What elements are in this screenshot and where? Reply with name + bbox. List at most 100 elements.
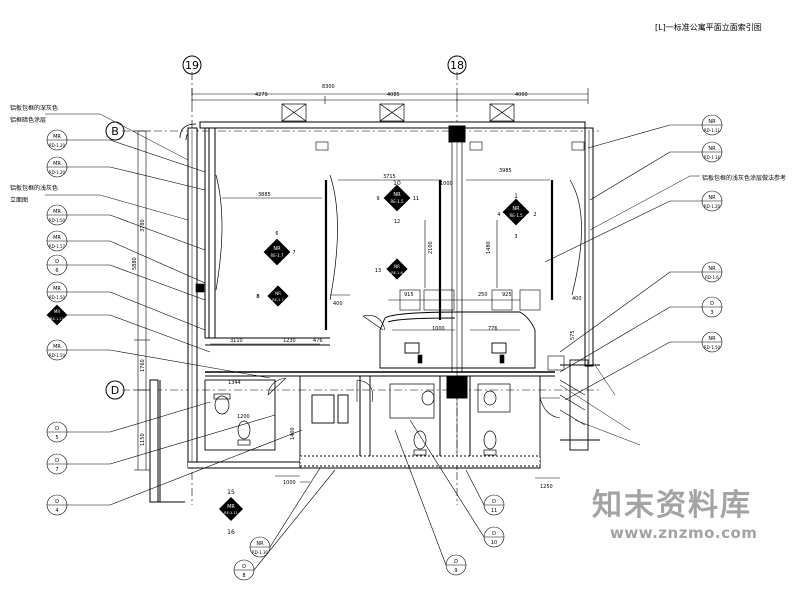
top-dimensions: 8300 4279 4085 4000 — [191, 84, 589, 104]
svg-text:3780: 3780 — [140, 219, 146, 232]
svg-text:RE-1.5: RE-1.5 — [390, 199, 404, 204]
svg-text:NR: NR — [394, 264, 400, 269]
callout-c07: MR RE-1.12 — [46, 304, 211, 353]
callout-c01: MR RD-1.20 — [46, 129, 206, 173]
svg-text:RE-1.6: RE-1.6 — [391, 271, 402, 275]
svg-text:NR: NR — [393, 192, 401, 198]
left-notes: 铝板包框的深灰色 铝框暗色涂层 铝板包框的浅灰色 立面图 — [10, 104, 58, 204]
svg-text:3985: 3985 — [499, 168, 512, 174]
svg-text:NR: NR — [708, 146, 716, 152]
svg-text:NR: NR — [512, 206, 520, 212]
svg-text:3: 3 — [710, 310, 713, 316]
callout-c08: MR RD-1.50 — [46, 339, 271, 379]
index-marker-6: MR RE-1.11 15 16 — [218, 489, 244, 536]
svg-text:NR: NR — [708, 266, 716, 272]
svg-text:7: 7 — [55, 467, 58, 473]
svg-text:15: 15 — [227, 489, 235, 496]
svg-text:10: 10 — [491, 540, 497, 546]
svg-text:18: 18 — [450, 59, 464, 72]
inner-dim-lines — [210, 179, 560, 483]
svg-text:4: 4 — [55, 508, 58, 514]
svg-text:2100: 2100 — [428, 241, 434, 254]
svg-text:MR: MR — [53, 134, 61, 140]
svg-text:8: 8 — [256, 294, 259, 300]
callout-c20: NR RD-1.6 — [559, 261, 723, 353]
svg-text:D: D — [492, 499, 496, 505]
svg-text:RD-1.50: RD-1.50 — [49, 353, 66, 358]
svg-text:10: 10 — [393, 180, 401, 187]
watermark-text: 知末资料库 — [592, 488, 752, 523]
inner-dim-text: 3715 3985 3885 1000 400 400 3110 1230 47… — [228, 168, 582, 490]
watermark-url: www.znzmo.com — [610, 524, 758, 542]
svg-text:4: 4 — [497, 212, 500, 218]
svg-text:5: 5 — [55, 435, 58, 441]
svg-text:3: 3 — [514, 234, 517, 240]
svg-text:8: 8 — [242, 573, 245, 579]
index-marker-1: NR RE-1.7 6 7 8 — [256, 231, 295, 300]
svg-text:12: 12 — [394, 219, 400, 225]
grid-bubble-18: 18 — [447, 55, 467, 75]
svg-text:MR: MR — [53, 235, 61, 241]
drawing-title: [L]一标准公寓平面立面索引图 — [655, 23, 762, 32]
right-note: 铝板包框的浅灰色涂层做法参考 — [702, 174, 786, 182]
left-dimensions: 3780 5880 1760 1150 — [132, 130, 150, 471]
callout-c09: D 5 — [46, 401, 211, 443]
svg-text:RD-1.20: RD-1.20 — [704, 204, 721, 209]
svg-text:1150: 1150 — [140, 433, 146, 446]
svg-text:D: D — [55, 499, 59, 505]
svg-text:D: D — [111, 384, 119, 397]
svg-text:MR: MR — [53, 209, 61, 215]
svg-text:RD-1.6: RD-1.6 — [705, 275, 719, 280]
svg-text:1000: 1000 — [432, 326, 445, 332]
svg-text:13: 13 — [375, 268, 381, 274]
svg-text:4000: 4000 — [515, 92, 528, 98]
svg-text:776: 776 — [488, 326, 498, 332]
svg-text:4279: 4279 — [255, 92, 268, 98]
svg-text:NR: NR — [708, 336, 716, 342]
index-marker-4: NR RE-1.7 8 — [256, 285, 289, 307]
callout-c17: NR RD-1.11 — [587, 114, 723, 149]
callout-c02: MR RD-1.20 — [46, 156, 206, 191]
svg-text:5880: 5880 — [132, 257, 138, 270]
callout-c04: MR RD-1.57 — [46, 230, 206, 284]
index-marker-5: NR RE-1.6 13 — [375, 258, 408, 280]
svg-text:D: D — [242, 564, 246, 570]
callout-c06: MR RD-1.50 — [46, 281, 206, 331]
svg-text:B: B — [111, 125, 119, 138]
svg-text:7: 7 — [292, 250, 295, 256]
svg-text:RE-1.11: RE-1.11 — [224, 511, 238, 515]
svg-text:8: 8 — [256, 294, 259, 300]
exterior-walls — [149, 121, 594, 503]
callout-c13: D 8 — [233, 469, 336, 581]
grid-bubble-b: B — [105, 121, 125, 141]
svg-text:RD-1.30: RD-1.30 — [252, 550, 269, 555]
svg-text:MR: MR — [54, 309, 60, 314]
svg-text:RE-1.7: RE-1.7 — [270, 253, 284, 258]
svg-text:11: 11 — [491, 508, 497, 514]
svg-text:9: 9 — [454, 568, 457, 574]
callout-c05: D 6 — [46, 254, 206, 301]
svg-text:MR: MR — [53, 286, 61, 292]
sanitary-fixtures — [213, 383, 511, 456]
svg-text:RE-1.5: RE-1.5 — [509, 213, 523, 218]
svg-text:915: 915 — [404, 292, 414, 298]
svg-text:1000: 1000 — [440, 181, 453, 187]
callout-c19: NR RD-1.20 — [544, 190, 723, 263]
edge-leaders — [559, 364, 641, 446]
svg-text:立面图: 立面图 — [10, 196, 28, 204]
svg-text:RD-1.50: RD-1.50 — [49, 295, 66, 300]
callout-c14: D 9 — [394, 429, 467, 576]
grid-bubble-19: 19 — [182, 55, 202, 75]
svg-text:RD-1.57: RD-1.57 — [49, 244, 66, 249]
svg-text:400: 400 — [572, 296, 582, 302]
callout-c10: D 7 — [46, 414, 276, 475]
svg-text:NR: NR — [275, 291, 281, 296]
svg-text:RD-1.50: RD-1.50 — [704, 345, 721, 350]
curtains — [215, 174, 582, 330]
callout-c12: NR RD-1.30 — [249, 467, 321, 558]
svg-text:1200: 1200 — [237, 414, 250, 420]
callout-c18: NR RD-1.16 — [589, 141, 723, 201]
svg-text:NR: NR — [708, 195, 716, 201]
svg-text:4085: 4085 — [387, 92, 400, 98]
